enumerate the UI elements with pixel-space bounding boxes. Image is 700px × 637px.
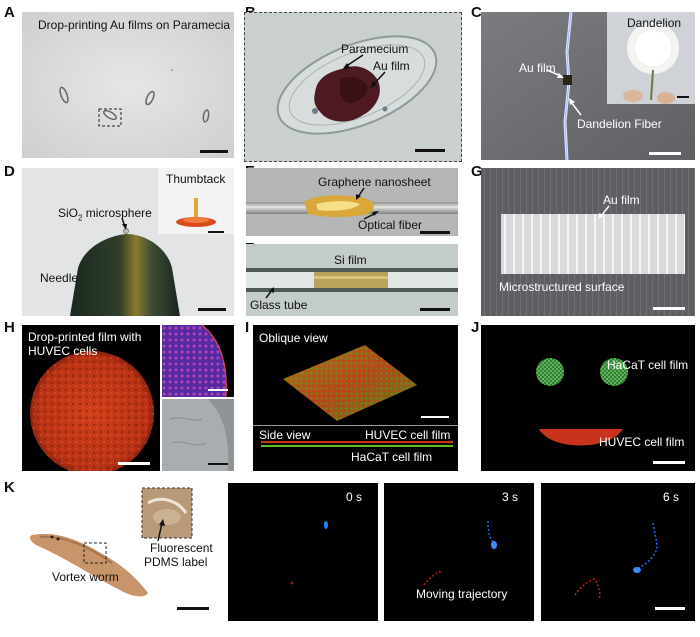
dandelion-label: Dandelion [627, 16, 682, 30]
annotation-arrows [546, 69, 582, 116]
microstructured-surface [481, 168, 695, 316]
annotation-arrows [342, 54, 386, 88]
scale-bar [421, 416, 449, 418]
panel-j-image: HaCaT cell film HUVEC cell film [481, 325, 695, 471]
scale-bar [655, 607, 685, 610]
hacat-label: HaCaT cell film [607, 358, 689, 372]
dandelion-fiber-label: Dandelion Fiber [577, 117, 662, 131]
oblique-view-label: Oblique view [259, 331, 328, 345]
glass-tube-label: Glass tube [250, 298, 308, 312]
panel-label-a: A [4, 4, 15, 21]
scale-bar [118, 462, 150, 465]
scale-bar [200, 150, 228, 153]
oblique-view-3d [253, 325, 458, 471]
panel-b-image: Paramecium Au film [244, 12, 462, 162]
panel-i-image: Oblique view Side view HUVEC cell film H… [253, 325, 458, 471]
huvec-film-disc [22, 325, 160, 471]
annotation-arrows [599, 205, 610, 219]
scale-bar [649, 152, 681, 155]
needle-label: Needle [40, 271, 79, 285]
panel-a-title: Drop-printing Au films on Paramecia [38, 18, 231, 32]
panel-h-inset-bottom [162, 399, 234, 471]
panel-label-h: H [4, 319, 15, 336]
si-film-label: Si film [334, 253, 367, 267]
frame-0s-image [228, 483, 378, 621]
hacat-label: HaCaT cell film [351, 450, 433, 464]
needle-scene [22, 168, 234, 316]
panel-g-image: Au film Microstructured surface [481, 168, 695, 316]
optical-fiber-scene [246, 168, 458, 236]
annotation-arrows [356, 187, 379, 220]
optical-fiber-label: Optical fiber [358, 218, 423, 232]
vortex-worm-photo [29, 487, 193, 597]
microsphere-rest: microsphere [82, 206, 152, 220]
panel-a-image: Drop-printing Au films on Paramecia [22, 12, 234, 158]
huvec-label: HUVEC cell film [365, 428, 451, 442]
paramecium-closeup [245, 13, 461, 161]
au-film-label: Au film [603, 193, 640, 207]
inset-scale-bar [677, 96, 689, 98]
fluorescent-label-1: Fluorescent [150, 541, 213, 555]
moving-trajectory-label: Moving trajectory [416, 587, 508, 601]
microsphere-label: SiO2 microsphere [58, 207, 152, 222]
panel-k-frame-0s: 0 s [228, 483, 378, 621]
panel-k-frame-6s: 6 s [541, 483, 695, 621]
scale-bar [208, 463, 228, 465]
glass-tube-scene [246, 244, 458, 316]
thumbtack-label: Thumbtack [166, 172, 226, 186]
panel-f-image: Si film Glass tube [246, 244, 458, 316]
microsphere-text: SiO [58, 206, 79, 220]
scale-bar [420, 231, 450, 234]
fluorescence-inset [162, 325, 234, 397]
surface-label: Microstructured surface [499, 280, 625, 294]
scale-bar [420, 308, 450, 311]
annotation-arrows [157, 519, 165, 542]
paramecium-label: Paramecium [341, 42, 409, 56]
paramecia-field [22, 12, 234, 158]
panel-k-worm-image: Vortex worm Fluorescent PDMS label [22, 483, 218, 621]
panel-label-k: K [4, 479, 15, 496]
panel-h-inset-top [162, 325, 234, 397]
panel-label-g: G [471, 163, 483, 180]
worm-label: Vortex worm [52, 570, 119, 584]
scale-bar [653, 461, 685, 464]
graphene-label: Graphene nanosheet [318, 175, 431, 189]
side-view-label: Side view [259, 428, 311, 442]
panel-c-image: Dandelion Au film Dandelion Fiber [481, 12, 695, 160]
panel-e-image: Graphene nanosheet Optical fiber [246, 168, 458, 236]
scale-bar [177, 607, 209, 610]
inset-scale-bar [208, 231, 224, 233]
scale-bar [653, 307, 685, 310]
time-3s-label: 3 s [502, 490, 519, 504]
scale-bar [198, 308, 226, 311]
time-6s-label: 6 s [663, 490, 680, 504]
panel-label-j: J [471, 319, 480, 336]
panel-label-c: C [471, 4, 482, 21]
frame-6s-image [541, 483, 695, 621]
scale-bar [208, 389, 228, 391]
dandelion-fiber-scene [481, 12, 695, 160]
panel-k-frame-3s: 3 s Moving trajectory [384, 483, 534, 621]
panel-d-image: Thumbtack SiO2 microsphere Needle [22, 168, 234, 316]
au-film-label: Au film [373, 59, 410, 73]
huvec-label: HUVEC cell film [599, 435, 685, 449]
time-0s-label: 0 s [346, 490, 363, 504]
panel-label-d: D [4, 163, 15, 180]
panel-label-i: I [245, 319, 250, 336]
microsphere-sub: 2 [78, 213, 83, 223]
scale-bar [415, 149, 445, 152]
smiley-cell-films [481, 325, 695, 471]
brightfield-inset [162, 399, 234, 471]
panel-h-caption-1: Drop-printed film with [28, 330, 142, 344]
annotation-arrows [121, 217, 127, 230]
annotation-arrows [265, 287, 274, 299]
fluorescent-label-2: PDMS label [144, 555, 208, 569]
panel-h-caption-2: HUVEC cells [28, 344, 98, 358]
frame-3s-image [384, 483, 534, 621]
au-film-label: Au film [519, 61, 556, 75]
panel-h-image: Drop-printed film with HUVEC cells [22, 325, 160, 471]
